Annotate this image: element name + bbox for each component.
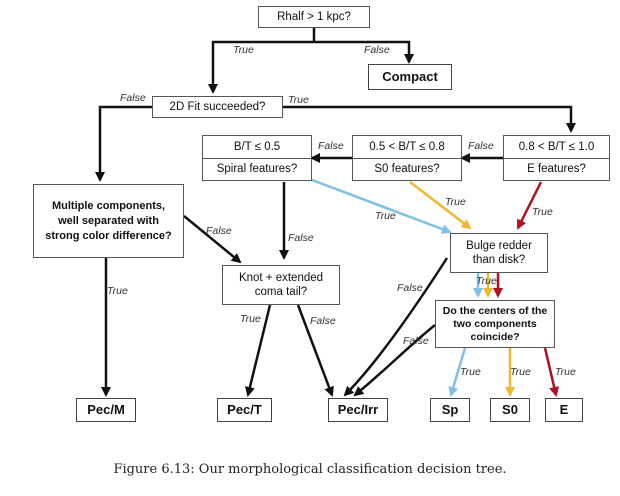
node-bt-high: 0.8 < B/T ≤ 1.0 E features? [503, 135, 610, 181]
edge-bulge-false [343, 257, 449, 397]
leaf-s0: S0 [490, 398, 530, 422]
label-centers-true-s0: True [510, 366, 531, 378]
leaf-compact: Compact [368, 64, 452, 90]
label-fit-true: True [288, 94, 309, 106]
label-knot-false: False [310, 315, 336, 327]
label-multi-false: False [206, 225, 232, 237]
node-bt-low: B/T ≤ 0.5 Spiral features? [202, 135, 312, 181]
label-s0-true: True [445, 196, 466, 208]
label-rhalf-false: False [364, 44, 390, 56]
label-centers-true-e: True [555, 366, 576, 378]
leaf-pec-m: Pec/M [76, 398, 136, 422]
label-spiral-true: True [375, 210, 396, 222]
figure-caption: Figure 6.13: Our morphological classific… [113, 462, 507, 477]
label-multi-true: True [107, 285, 128, 297]
edge-rhalf-false [314, 40, 414, 64]
node-knot: Knot + extended coma tail? [222, 265, 340, 305]
bt-mid-condition: 0.5 < B/T ≤ 0.8 [353, 136, 461, 159]
edge-centers-false [353, 324, 436, 397]
edge-centers-true-sp [448, 347, 467, 397]
label-bulge-true: True [476, 275, 497, 287]
node-bt-mid: 0.5 < B/T ≤ 0.8 S0 features? [352, 135, 462, 181]
bt-low-condition: B/T ≤ 0.5 [203, 136, 311, 159]
label-centers-true-sp: True [460, 366, 481, 378]
edge-spiral-true [311, 178, 452, 234]
node-centers: Do the centers of the two components coi… [435, 300, 555, 348]
bt-low-question: Spiral features? [216, 163, 298, 176]
edge-s0-true [409, 181, 472, 230]
node-rhalf: Rhalf > 1 kpc? [258, 6, 370, 28]
label-bulge-false: False [397, 282, 423, 294]
bt-high-question: E features? [527, 163, 586, 176]
node-multiple-components: Multiple components, well separated with… [33, 184, 184, 258]
label-e-true: True [532, 206, 553, 218]
leaf-pec-irr: Pec/Irr [328, 398, 388, 422]
edge-fit-false [95, 105, 152, 182]
node-bulge: Bulge redder than disk? [450, 233, 548, 273]
label-centers-false: False [403, 335, 429, 347]
label-spiral-false: False [288, 232, 314, 244]
label-fit-false: False [120, 92, 146, 104]
edge-knot-false [296, 304, 334, 397]
label-mid-false: False [318, 140, 344, 152]
edge-multi-false [183, 215, 242, 264]
label-rhalf-true: True [233, 44, 254, 56]
leaf-e: E [545, 398, 583, 422]
label-knot-true: True [240, 313, 261, 325]
bt-high-condition: 0.8 < B/T ≤ 1.0 [504, 136, 609, 159]
edge-fit-true [283, 105, 576, 133]
node-2d-fit: 2D Fit succeeded? [152, 96, 283, 118]
bt-mid-question: S0 features? [374, 163, 440, 176]
edge-centers-true-e [543, 347, 560, 397]
leaf-sp: Sp [430, 398, 470, 422]
leaf-pec-t: Pec/T [217, 398, 272, 422]
label-high-false: False [468, 140, 494, 152]
edge-e-true [516, 181, 543, 230]
edge-knot-true [245, 304, 272, 397]
edge-rhalf-true [208, 40, 314, 94]
